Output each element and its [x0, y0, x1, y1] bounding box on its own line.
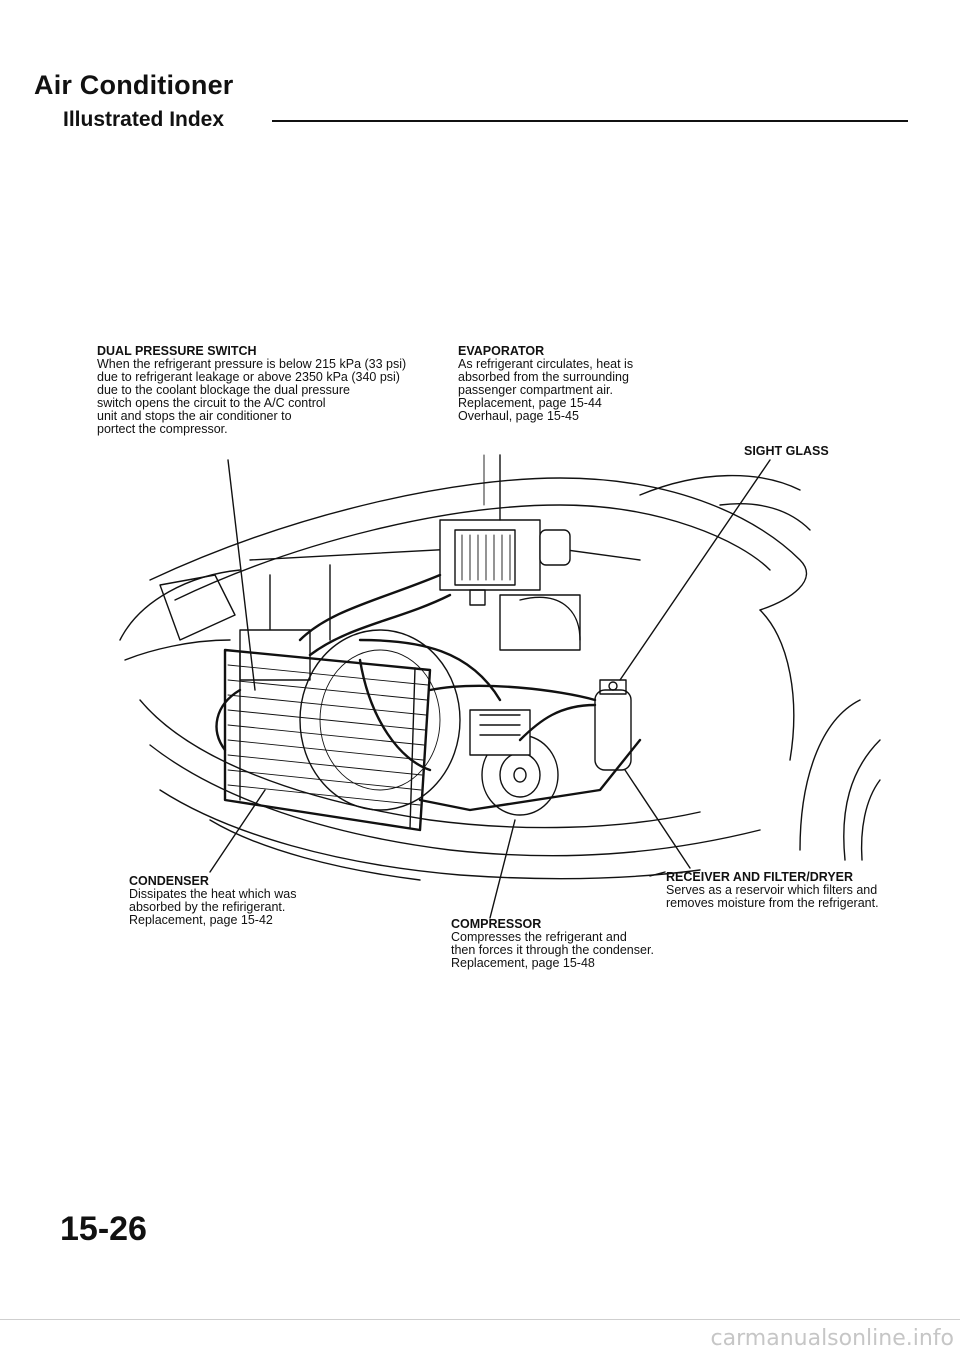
leader-sight-glass: [619, 459, 771, 681]
footer-divider: [0, 1319, 960, 1320]
right-wheel-arch: [799, 699, 861, 851]
evaporator-callout: EVAPORATOR As refrigerant circulates, he…: [458, 345, 668, 423]
callout-text: When the refrigerant pressure is below 2…: [97, 357, 407, 436]
left-headlight: [159, 574, 236, 641]
leader-receiver: [624, 769, 691, 869]
left-fender: [119, 569, 241, 641]
callout-heading: EVAPORATOR: [458, 344, 545, 358]
compressor-unit: [469, 709, 559, 816]
callout-heading: CONDENSER: [129, 874, 209, 888]
callout-heading: RECEIVER AND FILTER/DRYER: [666, 870, 854, 884]
dual-pressure-switch-callout: DUAL PRESSURE SWITCH When the refrigeran…: [97, 345, 427, 436]
page-title: Air Conditioner: [34, 70, 234, 100]
watermark-text: carmanualsonline.info: [710, 1326, 954, 1351]
receiver-filter-dryer-callout: RECEIVER AND FILTER/DRYER Serves as a re…: [666, 871, 886, 910]
leader-dual-pressure-switch: [227, 459, 256, 691]
callout-text: As refrigerant circulates, heat is absor…: [458, 357, 634, 423]
callout-heading: DUAL PRESSURE SWITCH: [97, 344, 257, 358]
header-rule: [272, 120, 908, 122]
condenser-callout: CONDENSER Dissipates the heat which was …: [129, 875, 329, 927]
sight-glass-callout: SIGHT GLASS: [744, 445, 829, 458]
callout-text: Dissipates the heat which was absorbed b…: [129, 887, 297, 927]
right-fender: [759, 609, 795, 761]
front-bumper: [139, 699, 701, 829]
page-number: 15-26: [60, 1210, 147, 1248]
leader-condenser: [209, 789, 266, 873]
callout-heading: SIGHT GLASS: [744, 444, 829, 458]
section-subtitle: Illustrated Index: [63, 108, 225, 131]
evaporator-unit: [439, 519, 571, 606]
callout-text: Compresses the refrigerant and then forc…: [451, 930, 654, 970]
leader-compressor: [489, 819, 516, 919]
callout-heading: COMPRESSOR: [451, 917, 542, 931]
receiver-drier: [594, 679, 632, 771]
callout-text: Serves as a reservoir which filters and …: [666, 883, 879, 910]
hood-outline: [149, 477, 808, 611]
hood-inner-edge: [174, 504, 771, 601]
compressor-callout: COMPRESSOR Compresses the refrigerant an…: [451, 918, 721, 970]
